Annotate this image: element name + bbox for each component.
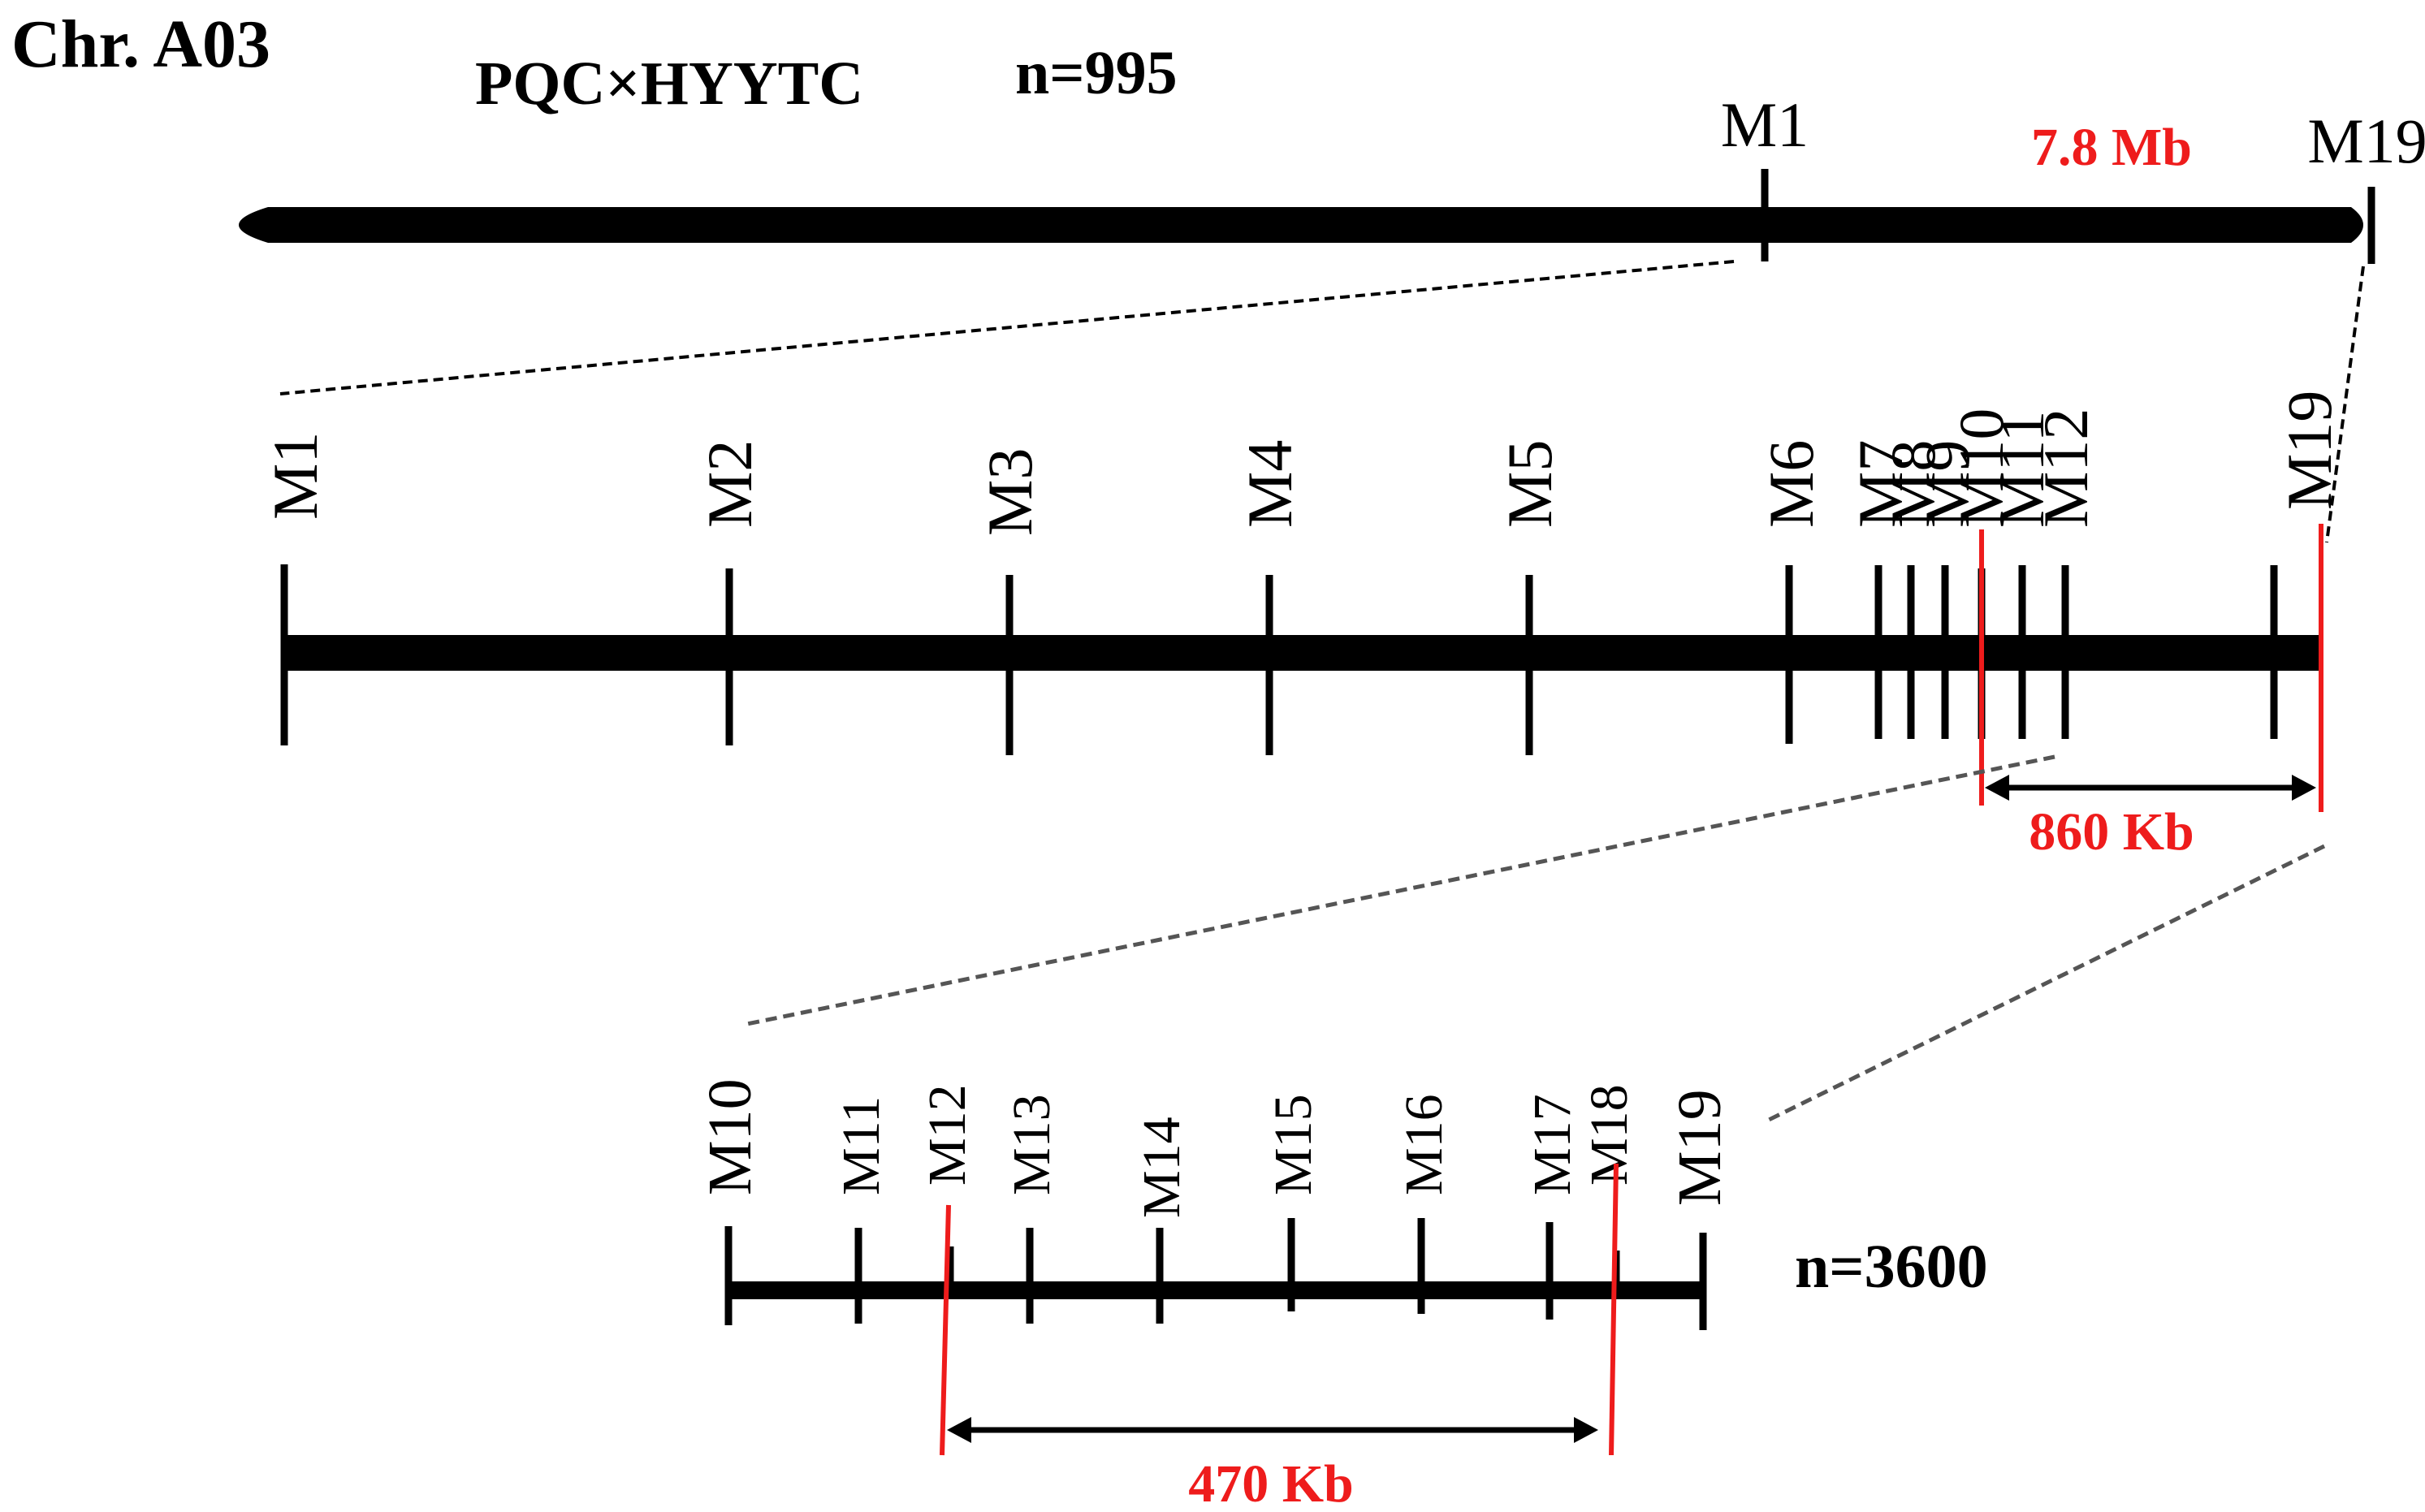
marker-label-m19-bottom: M19: [1666, 1089, 1734, 1206]
arrowhead-right-middle: [2292, 775, 2316, 801]
chromosome-label: Chr. A03: [11, 6, 270, 82]
population-size-bottom: n=3600: [1795, 1233, 1988, 1301]
zoom-link-left-1: [279, 260, 1735, 395]
marker-label-m16-bottom: M16: [1394, 1094, 1454, 1195]
marker-label-m15-bottom: M15: [1264, 1094, 1323, 1195]
middle-chromosome-bar: [284, 635, 2323, 671]
arrowhead-left-middle: [1985, 775, 2009, 801]
marker-label-m19-middle: M19: [2274, 391, 2345, 510]
marker-label-m2-middle: M2: [694, 440, 765, 528]
population-size-top: n=995: [1015, 39, 1178, 107]
marker-label-m12-bottom: M12: [918, 1084, 977, 1186]
arrowhead-left-bottom: [947, 1417, 971, 1443]
top-chromosome: M1 M19 7.8 Mb: [239, 89, 2425, 264]
cross-label: PQC×HYYTC: [475, 50, 863, 118]
arrowhead-right-bottom: [1574, 1417, 1598, 1443]
marker-label-m9-middle: M9: [1912, 440, 1982, 528]
marker-label-m11-bottom: M11: [832, 1096, 891, 1195]
marker-label-m13-bottom: M13: [1002, 1094, 1061, 1195]
zoom-link-right-1: [2325, 266, 2365, 543]
marker-label-m1-top: M1: [1721, 89, 1809, 160]
marker-label-m8-middle: M8: [1878, 440, 1948, 528]
marker-label-m12-middle: M12: [2030, 408, 2101, 528]
marker-label-m7-middle: M7: [1845, 440, 1916, 528]
interval-label-bottom: 470 Kb: [1188, 1454, 1354, 1512]
boundary-line-m18-bottom: [1609, 1163, 1619, 1456]
chromosome-bar: [239, 207, 2363, 243]
marker-label-m14-bottom: M14: [1132, 1117, 1191, 1218]
marker-label-m6-middle: M6: [1756, 440, 1826, 528]
zoom-link-left-2: [742, 754, 2055, 1027]
zoom-link-right-2: [1762, 844, 2326, 1125]
marker-label-m19-top: M19: [2307, 106, 2425, 176]
marker-label-m10-middle: M10: [1946, 408, 2017, 528]
marker-label-m4-middle: M4: [1234, 440, 1305, 528]
marker-label-m5-middle: M5: [1494, 440, 1565, 528]
marker-label-m18-bottom: M18: [1580, 1084, 1639, 1186]
boundary-line-m12-bottom: [940, 1204, 951, 1456]
interval-label-top: 7.8 Mb: [2031, 118, 2192, 177]
bottom-chromosome-bar: [727, 1281, 1703, 1299]
marker-label-m1-middle: M1: [260, 432, 331, 520]
interval-label-middle: 860 Kb: [2029, 802, 2194, 862]
marker-label-m10-bottom: M10: [696, 1078, 764, 1195]
marker-label-m17-bottom: M17: [1523, 1094, 1582, 1195]
marker-label-m11-middle: M11: [1986, 411, 2057, 528]
marker-label-m3-middle: M3: [975, 448, 1045, 536]
